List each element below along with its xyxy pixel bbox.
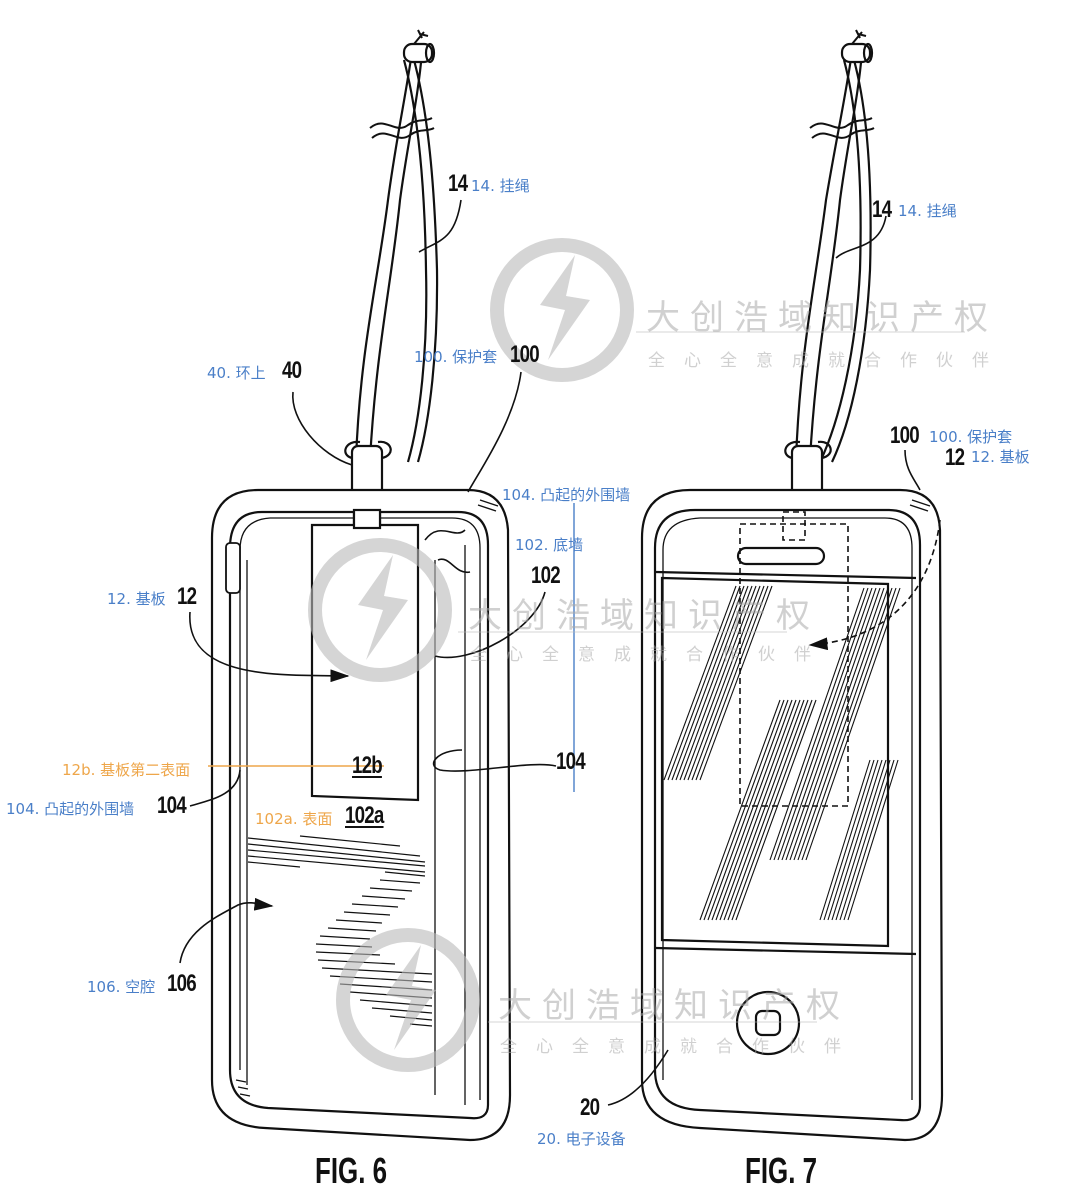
fig7-earpiece — [736, 546, 826, 566]
watermark-title: 大创浩域知识产权 — [646, 298, 998, 338]
glare-line — [827, 759, 879, 921]
fig6-label-case: 100. 保护套 — [414, 348, 498, 366]
fig6-ref-102: 102 — [531, 562, 561, 589]
glare-line — [727, 699, 809, 921]
glare-line — [847, 759, 899, 921]
glare-line — [663, 585, 737, 781]
fig7-drawing — [607, 29, 944, 1142]
glare-line — [735, 699, 817, 921]
fig6-ref-40: 40 — [282, 357, 302, 384]
fig7-device — [653, 508, 922, 1122]
fig7-ref-20: 20 — [580, 1094, 600, 1121]
glare-line — [789, 587, 885, 861]
glare-line — [793, 587, 889, 861]
glare-line — [667, 585, 741, 781]
fig6-label-bottom-wall: 102. 底墙 — [515, 536, 584, 554]
fig7-label-substrate: 12. 基板 — [971, 448, 1030, 466]
fig6-label-cavity: 106. 空腔 — [87, 978, 156, 996]
fig7-screen — [660, 576, 890, 948]
fig6-case-inner — [228, 510, 490, 1120]
watermark-title: 大创浩域知识产权 — [468, 596, 820, 636]
glare-line — [805, 587, 901, 861]
fig6-label-raised-wall-left: 104. 凸起的外围墙 — [6, 800, 135, 818]
glare-line — [699, 585, 773, 781]
fig6-drawing — [179, 29, 557, 1142]
watermark-slogan: 全心全意成就合作伙伴 — [500, 1037, 860, 1057]
glare-line — [671, 585, 745, 781]
fig6-ref-104-left: 104 — [157, 792, 187, 819]
glare-line — [711, 699, 793, 921]
glare-line — [797, 587, 893, 861]
fig7-ref-14: 14 — [872, 196, 892, 223]
fig7-label-lanyard: 14. 挂绳 — [898, 202, 957, 220]
watermark-title: 大创浩域知识产权 — [498, 986, 850, 1026]
fig6-label-loop: 40. 环上 — [207, 364, 266, 382]
glare-line — [691, 585, 765, 781]
glare-line — [699, 699, 781, 921]
glare-line — [785, 587, 881, 861]
glare-line — [781, 587, 877, 861]
watermark-slogan: 全心全意成就合作伙伴 — [470, 645, 830, 665]
glare-line — [683, 585, 757, 781]
glare-line — [777, 587, 873, 861]
glare-line — [843, 759, 895, 921]
glare-line — [719, 699, 801, 921]
fig7-lanyard — [794, 29, 875, 463]
fig7-ref-100: 100 — [890, 422, 920, 449]
glare-line — [769, 587, 865, 861]
fig6-label-substrate-second-surface: 12b. 基板第二表面 — [62, 761, 191, 779]
glare-line — [723, 699, 805, 921]
glare-line — [715, 699, 797, 921]
fig6-ref-102a: 102a — [345, 802, 384, 829]
glare-line — [801, 587, 897, 861]
fig7-case-outer — [640, 488, 944, 1142]
fig6-ref-14: 14 — [448, 170, 468, 197]
fig7-ref-12: 12 — [945, 444, 965, 471]
watermark-slogan: 全心全意成就合作伙伴 — [648, 351, 1008, 371]
glare-line — [731, 699, 813, 921]
glare-line — [695, 585, 769, 781]
glare-line — [819, 759, 871, 921]
fig6-lanyard — [354, 29, 439, 463]
fig6-ref-100: 100 — [510, 341, 540, 368]
fig6-label-surface: 102a. 表面 — [255, 810, 333, 828]
fig6-ref-106: 106 — [167, 970, 197, 997]
glare-line — [675, 585, 749, 781]
glare-line — [687, 585, 761, 781]
fig6-label-lanyard: 14. 挂绳 — [471, 177, 530, 195]
fig7-label-case: 100. 保护套 — [929, 428, 1013, 446]
fig6-ref-104-right: 104 — [556, 748, 586, 775]
fig6-ref-12b: 12b — [352, 752, 383, 779]
glare-line — [831, 759, 883, 921]
glare-line — [707, 699, 789, 921]
fig6-label-substrate: 12. 基板 — [107, 590, 166, 608]
fig7-home-button — [735, 990, 801, 1056]
fig7-caption: FIG. 7 — [745, 1150, 818, 1191]
fig6-label-raised-wall: 104. 凸起的外围墙 — [502, 486, 631, 504]
fig7-label-device: 20. 电子设备 — [537, 1130, 626, 1148]
glare-line — [703, 699, 785, 921]
fig7-substrate-hidden — [739, 523, 849, 807]
glare-line — [835, 759, 887, 921]
glare-line — [839, 759, 891, 921]
fig6-ref-12: 12 — [177, 583, 197, 610]
fig6-caption: FIG. 6 — [315, 1150, 388, 1191]
glare-line — [823, 759, 875, 921]
glare-line — [773, 587, 869, 861]
